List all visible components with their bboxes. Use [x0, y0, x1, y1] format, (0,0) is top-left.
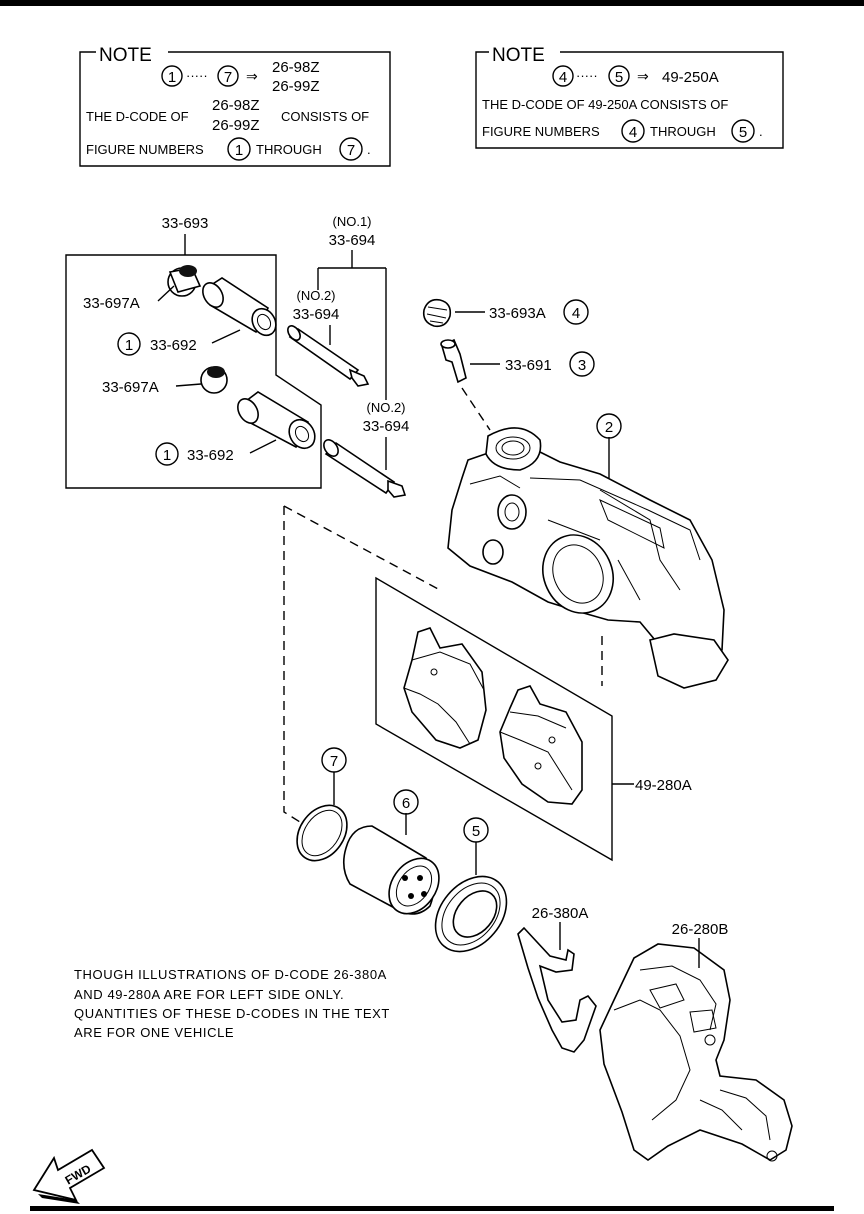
label-33-693a: 33-693A [489, 305, 546, 322]
label-33-697a-upper: 33-697A [83, 295, 140, 312]
note1-line3-end: . [367, 142, 371, 157]
note1-code-a: 26-98Z [272, 59, 320, 76]
caliper-body [447, 427, 729, 689]
callout-6: 6 [402, 795, 410, 812]
note1-line2-code-b: 26-99Z [212, 117, 260, 134]
footnote-line-1: THOUGH ILLUSTRATIONS OF D-CODE 26-380A [74, 967, 387, 982]
guide-pin-lower [323, 439, 407, 498]
note2-heading: NOTE [492, 45, 545, 66]
note1-heading: NOTE [99, 45, 152, 66]
bleeder-screw-33-691 [440, 338, 467, 384]
label-no2-b: (NO.2) [367, 400, 406, 415]
note1-num-b: 7 [347, 142, 355, 159]
note1-line2-post: CONSISTS OF [281, 109, 369, 124]
note2-dots: ····· [576, 68, 598, 83]
spring-clip: 26-380A [517, 905, 597, 1053]
footnote-line-4: ARE FOR ONE VEHICLE [74, 1025, 234, 1040]
note-box-1: NOTE 1 ····· 7 ⇒ 26-98Z 26-99Z THE D-COD… [79, 45, 391, 167]
pad-set-frame [375, 576, 613, 862]
footnote: THOUGH ILLUSTRATIONS OF D-CODE 26-380A A… [74, 967, 390, 1040]
piston: 6 [342, 789, 440, 915]
label-33-692-lower: 33-692 [187, 447, 234, 464]
sleeve-33-692-upper [202, 277, 277, 337]
note1-line3-mid: THROUGH [256, 142, 322, 157]
callout-7: 7 [330, 753, 338, 770]
label-33-694-a: 33-694 [293, 306, 340, 323]
label-33-694-top: 33-694 [329, 232, 376, 249]
note1-line3-pre: FIGURE NUMBERS [86, 142, 204, 157]
note1-num-a: 1 [235, 142, 243, 159]
note2-range-from: 4 [559, 69, 567, 86]
callout-5: 5 [472, 823, 480, 840]
label-33-692-upper: 33-692 [150, 337, 197, 354]
brake-pad-set: 49-280A [375, 576, 692, 862]
note2-range-to: 5 [615, 69, 623, 86]
label-33-697a-lower: 33-697A [102, 379, 159, 396]
footnote-line-3: QUANTITIES OF THESE D-CODES IN THE TEXT [74, 1006, 390, 1021]
fwd-arrow-icon: FWD [32, 1148, 106, 1204]
note-box-2: NOTE 4 ····· 5 ⇒ 49-250A THE D-CODE OF 4… [475, 45, 784, 149]
note1-line2-pre: THE D-CODE OF [86, 109, 189, 124]
assembly-line-left [283, 506, 301, 823]
callout-1-lower: 1 [163, 447, 171, 464]
bottom-rule [30, 1206, 834, 1211]
label-no2-a: (NO.2) [297, 288, 336, 303]
piston-boot: 5 [434, 817, 508, 953]
footnote-line-2: AND 49-280A ARE FOR LEFT SIDE ONLY. [74, 987, 344, 1002]
label-no1: (NO.1) [333, 214, 372, 229]
dust-boot-33-697a-upper [167, 265, 202, 297]
note1-range-to: 7 [224, 69, 232, 86]
label-26-280b: 26-280B [672, 921, 729, 938]
note2-line2: THE D-CODE OF 49-250A CONSISTS OF [482, 97, 728, 112]
label-26-380a: 26-380A [532, 905, 589, 922]
assembly-line-top [283, 505, 441, 591]
label-33-693: 33-693 [162, 215, 209, 232]
label-49-280a: 49-280A [635, 777, 692, 794]
note1-dots: ····· [186, 68, 208, 83]
note2-line3-mid: THROUGH [650, 124, 716, 139]
brake-pad-outer [499, 685, 583, 805]
piston-seal: 7 [296, 747, 348, 862]
note1-range-from: 1 [168, 69, 176, 86]
guide-pins-33-694: (NO.1) 33-694 (NO.2) 33-694 (NO.2) 33-69… [287, 214, 410, 498]
dust-boot-33-697a-lower [200, 366, 228, 394]
kit-33-693: 33-693 33-697A 1 33-692 33-697A [65, 215, 322, 489]
note2-arrow: ⇒ [637, 68, 649, 84]
label-33-694-b: 33-694 [363, 418, 410, 435]
sleeve-33-692-lower [237, 391, 316, 450]
note2-num-b: 5 [739, 124, 747, 141]
callout-3: 3 [578, 357, 586, 374]
label-33-691: 33-691 [505, 357, 552, 374]
note2-code: 49-250A [662, 69, 719, 86]
callout-2: 2 [605, 419, 613, 436]
note2-num-a: 4 [629, 124, 637, 141]
note1-arrow: ⇒ [246, 68, 258, 84]
kit-frame [65, 254, 322, 489]
note1-code-b: 26-99Z [272, 78, 320, 95]
bleeder-cap-33-693a [422, 298, 452, 328]
caliper-bracket: 26-280B [599, 921, 793, 1162]
note1-line2-code-a: 26-98Z [212, 97, 260, 114]
brake-pad-inner [403, 627, 487, 749]
guide-pin-upper [287, 325, 370, 387]
note2-line3-pre: FIGURE NUMBERS [482, 124, 600, 139]
callout-1-upper: 1 [125, 337, 133, 354]
callout-4: 4 [572, 305, 580, 322]
top-rule [0, 0, 864, 6]
note2-line3-end: . [759, 124, 763, 139]
